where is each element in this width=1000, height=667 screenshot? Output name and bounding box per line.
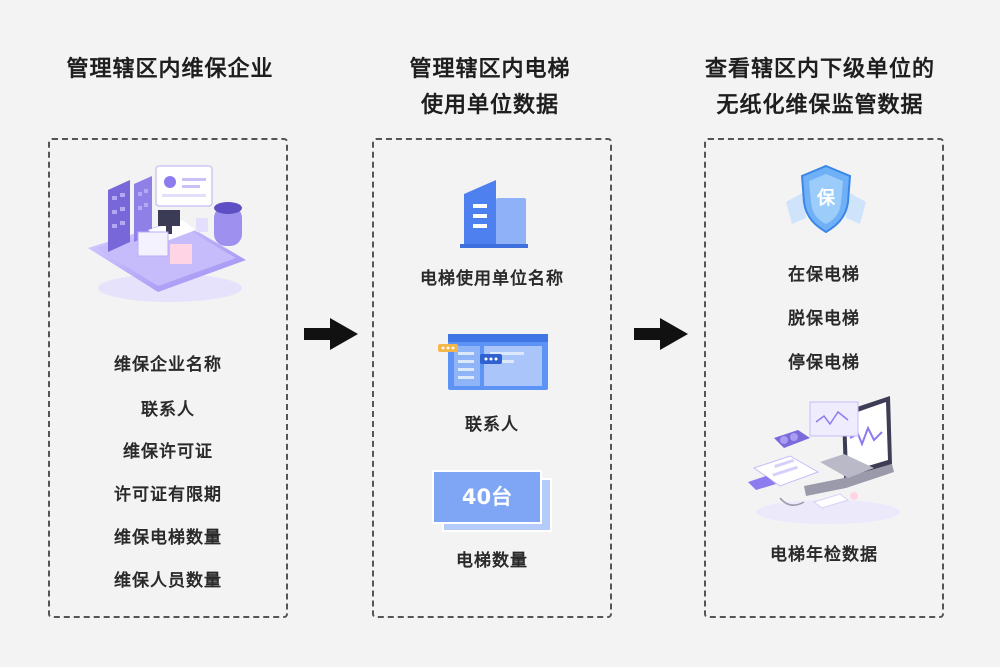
tablet-dashboard-illustration [88,165,246,302]
arrow-right-icon [304,318,358,350]
panel-2-item-user-name: 电梯使用单位名称 [420,269,564,289]
column-1-title: 管理辖区内维保企业 [66,57,274,82]
shield-label: 保 [817,188,835,209]
panel-3-item-annual-inspection: 电梯年检数据 [770,545,878,565]
panel-1-item-contact: 联系人 [141,400,195,420]
panel-3-item-suspended: 停保电梯 [788,353,860,373]
shield-icon: 保 [784,162,868,236]
panel-1-item-elevator-count: 维保电梯数量 [114,528,222,548]
panel-1-item-license: 维保许可证 [123,442,213,462]
elevator-user-panel: 电梯使用单位名称 联系人 40台 电梯数量 [372,138,612,618]
panel-3-item-insured: 在保电梯 [788,265,860,285]
maintenance-company-panel: 维保企业名称 联系人 维保许可证 许可证有限期 维保电梯数量 维保人员数量 [48,138,288,618]
column-2-title-line-2: 使用单位数据 [420,93,559,118]
elevator-count-badge: 40台 [432,470,542,524]
panel-1-item-license-validity: 许可证有限期 [114,485,222,505]
column-2-title: 管理辖区内电梯 使用单位数据 [340,52,640,124]
panel-1-item-company-name: 维保企业名称 [114,355,222,375]
column-2-title-line-1: 管理辖区内电梯 [409,57,571,82]
panel-2-item-contact: 联系人 [465,415,519,435]
laptop-inspection-illustration [748,396,900,524]
column-3-title-line-2: 无纸化维保监管数据 [716,93,924,118]
panel-1-item-staff-count: 维保人员数量 [114,571,222,591]
column-3-title: 查看辖区内下级单位的 无纸化维保监管数据 [660,52,980,124]
browser-window-icon [438,334,548,390]
column-3-title-line-1: 查看辖区内下级单位的 [704,57,935,82]
card-stack-icon: 40台 [432,470,556,536]
arrow-right-icon [634,318,688,350]
building-icon [460,180,528,248]
shield-shape [786,164,866,234]
supervision-data-panel: 保 在保电梯 脱保电梯 停保电梯 电梯年检数据 [704,138,944,618]
panel-2-item-elevator-count: 电梯数量 [456,551,528,571]
panel-3-item-lapsed: 脱保电梯 [788,309,860,329]
